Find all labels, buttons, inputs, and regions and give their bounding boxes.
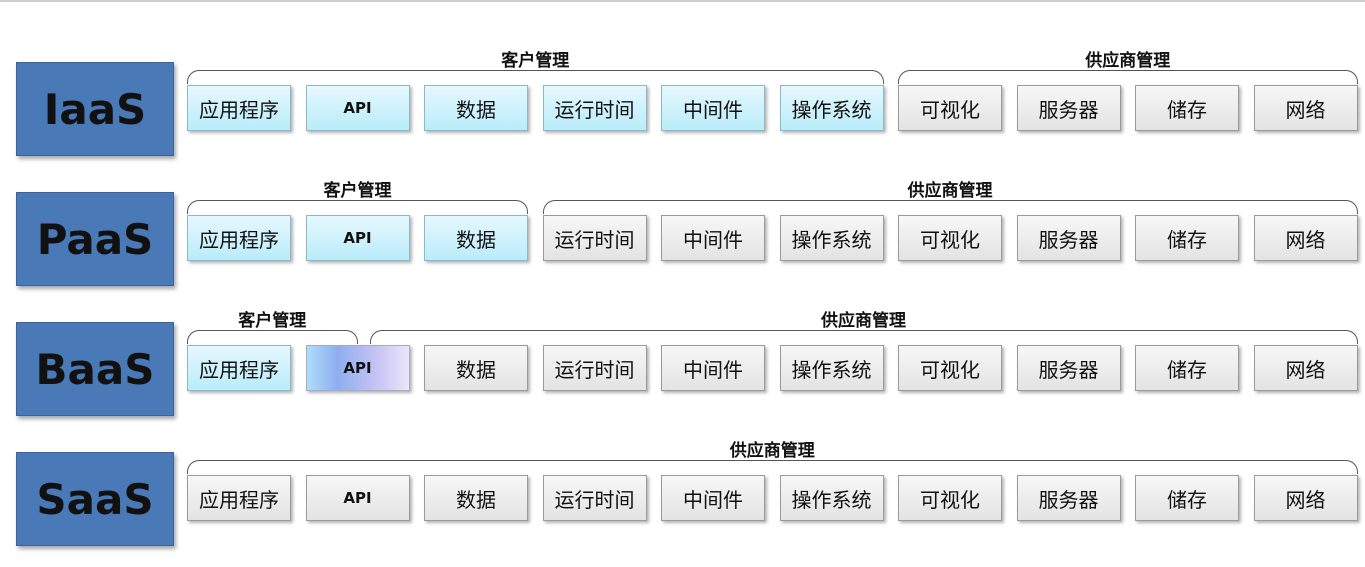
label-customer-management: 客户管理 [323,181,392,201]
layer-box: 服务器 [1016,345,1121,391]
bracket-customer-management [187,70,884,84]
layer-box: 服务器 [1016,215,1121,261]
layer-box: 数据 [424,85,528,131]
layer-box: 可视化 [898,215,1002,261]
layer-box: 服务器 [1016,475,1121,521]
label-customer-management: 客户管理 [501,51,570,71]
layer-box: 应用程序 [187,475,291,521]
model-label-paas: PaaS [16,192,174,286]
layer-box: 可视化 [898,475,1002,521]
bracket-provider-management [369,330,1358,344]
layer-box: 运行时间 [542,215,647,261]
layer-box: 操作系统 [779,85,884,131]
label-customer-management: 客户管理 [238,311,307,331]
layer-box: 网络 [1253,215,1358,261]
layer-box: 可视化 [898,85,1002,131]
layer-box: 数据 [424,215,528,261]
label-provider-management: 供应商管理 [907,181,993,201]
layer-box: 数据 [424,475,528,521]
layer-box: API [305,85,410,131]
layer-box: 储存 [1135,475,1239,521]
layer-box: 中间件 [661,475,765,521]
layer-box: 网络 [1253,345,1358,391]
model-label-iaas: IaaS [16,62,174,156]
layer-box: 网络 [1253,475,1358,521]
bracket-customer-management [187,330,358,344]
bracket-provider-management [898,70,1358,84]
layer-box: 操作系统 [779,215,884,261]
bracket-provider-management [187,460,1358,474]
layer-box: 储存 [1135,345,1239,391]
layer-box: API [305,345,410,391]
layer-box: 中间件 [661,85,765,131]
layer-box: 中间件 [661,215,765,261]
label-provider-management: 供应商管理 [821,311,906,331]
layer-box: 操作系统 [779,345,884,391]
label-provider-management: 供应商管理 [729,441,815,461]
layer-box: 储存 [1135,215,1239,261]
layer-box: 网络 [1253,85,1358,131]
layer-box: 中间件 [661,345,765,391]
bracket-customer-management [187,200,528,214]
label-provider-management: 供应商管理 [1085,51,1171,71]
layer-box: 操作系统 [779,475,884,521]
model-label-saas: SaaS [16,452,174,546]
layer-box: 储存 [1135,85,1239,131]
layer-box: 可视化 [898,345,1002,391]
layer-box: 服务器 [1016,85,1121,131]
layer-box: 应用程序 [187,85,291,131]
layer-box: 运行时间 [542,475,647,521]
layer-box: API [305,215,410,261]
top-divider [0,0,1365,2]
layer-box: 应用程序 [187,215,291,261]
layer-box: 应用程序 [187,345,291,391]
model-label-baas: BaaS [16,322,174,416]
layer-box: 数据 [424,345,528,391]
layer-box: 运行时间 [542,85,647,131]
bracket-provider-management [542,200,1358,214]
layer-box: API [305,475,410,521]
layer-box: 运行时间 [542,345,647,391]
